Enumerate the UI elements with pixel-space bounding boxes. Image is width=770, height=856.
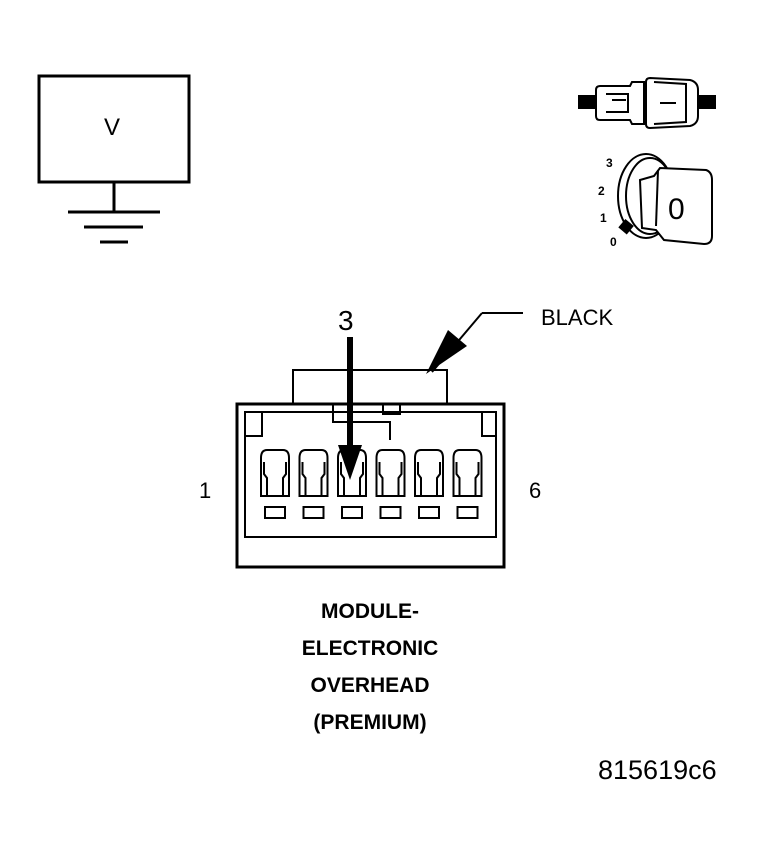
- title-line-4: (PREMIUM): [313, 711, 427, 734]
- key-position-label: 0: [610, 235, 617, 249]
- title-line-2: ELECTRONIC: [301, 637, 439, 660]
- ground-symbol-icon: [68, 182, 160, 244]
- cavity-4: [375, 449, 406, 519]
- color-leader-line: [426, 312, 523, 374]
- key-current-position: 0: [668, 193, 685, 226]
- voltmeter-icon: [37, 74, 191, 184]
- key-position-label: 1: [600, 211, 607, 225]
- connector-body: [235, 369, 506, 569]
- voltmeter-symbol: V: [104, 114, 121, 141]
- cavity-1: [260, 449, 290, 519]
- probe-pin-label: 3: [338, 305, 354, 336]
- probe-arrow-icon: [338, 337, 362, 480]
- connector-color-label: BLACK: [541, 305, 614, 330]
- figure-id: 815619c6: [598, 755, 717, 785]
- ignition-key-icon: [617, 153, 713, 246]
- title-line-1: MODULE-: [321, 600, 419, 623]
- connector-cavities: [260, 449, 483, 519]
- last-pin-label: 6: [529, 478, 542, 503]
- disconnected-connector-icon: [578, 76, 716, 130]
- cavity-6: [452, 449, 483, 519]
- key-position-label: 3: [606, 156, 613, 170]
- cavity-5: [414, 449, 444, 519]
- cavity-2: [298, 449, 329, 519]
- first-pin-label: 1: [199, 478, 212, 503]
- cavity-3: [337, 449, 367, 519]
- key-position-label: 2: [598, 184, 605, 198]
- title-line-3: OVERHEAD: [310, 674, 430, 697]
